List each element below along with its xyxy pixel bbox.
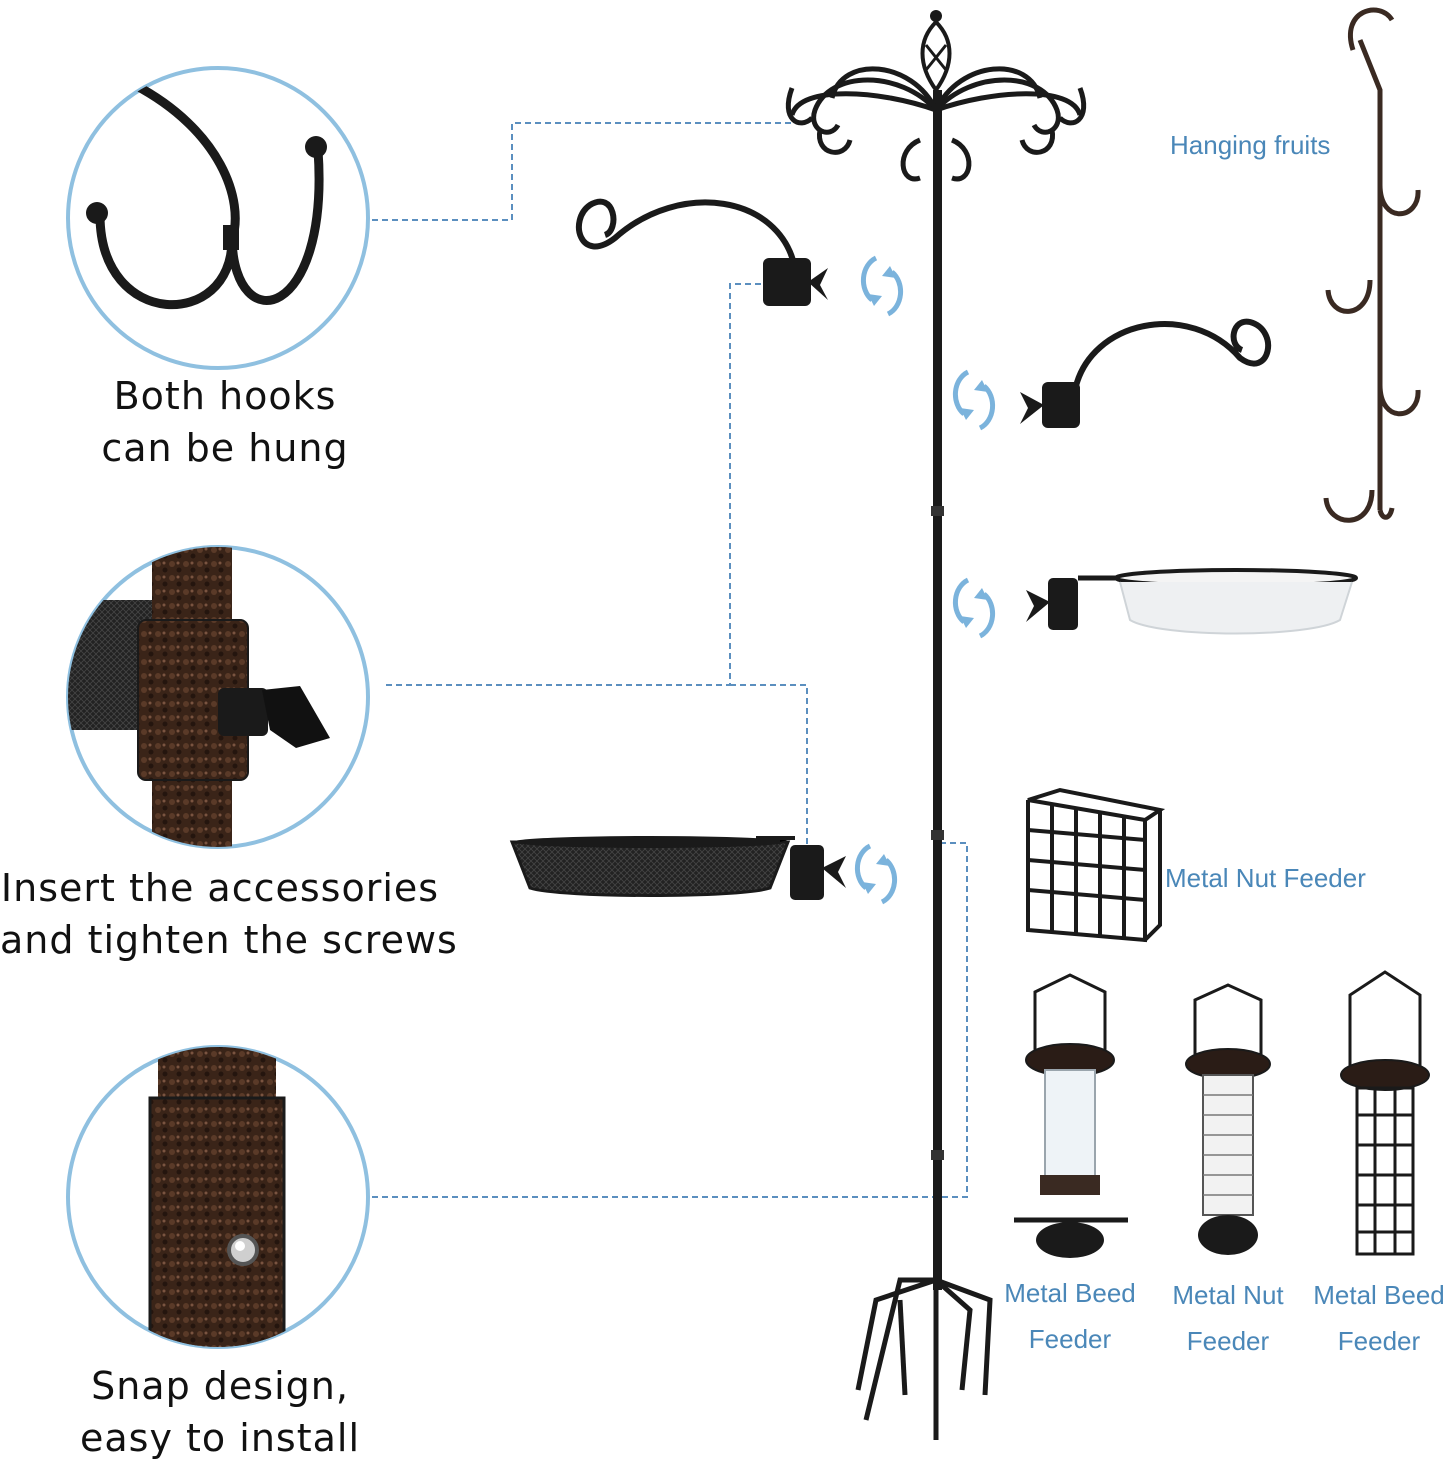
- label-feeder-1-line-1: Metal Beed: [1004, 1278, 1136, 1308]
- hanging-fruits-hook: [1323, 7, 1421, 523]
- caption-hooks-line-2: can be hung: [101, 426, 349, 470]
- caption-insert-line-2: and tighten the screws: [0, 918, 458, 962]
- tube-seed-feeder-1: [1014, 973, 1128, 1258]
- label-feeder-3: Metal Beed Feeder: [1306, 1272, 1451, 1364]
- label-feeder-1-line-2: Feeder: [1028, 1324, 1112, 1354]
- rotate-arrows-icon: [955, 372, 992, 428]
- metal-nut-feeder-cage: [1026, 787, 1166, 943]
- rotate-arrows-icon: [955, 580, 992, 636]
- caption-snap-line-1: Snap design,: [91, 1364, 349, 1408]
- label-feeder-2-line-1: Metal Nut: [1172, 1280, 1284, 1310]
- caption-snap: Snap design, easy to install: [60, 1360, 380, 1464]
- label-metal-nut-feeder-text: Metal Nut Feeder: [1165, 863, 1366, 893]
- cage-seed-feeder-3: [1340, 970, 1430, 1256]
- mesh-feeding-tray: [509, 836, 846, 900]
- label-feeder-3-line-2: Feeder: [1337, 1326, 1421, 1356]
- shepherd-hook-left: [575, 198, 828, 306]
- tube-nut-feeder-2: [1185, 983, 1271, 1255]
- shepherd-pole: [785, 10, 1087, 1440]
- label-feeder-2-line-2: Feeder: [1186, 1326, 1270, 1356]
- snap-detail-circle: [66, 1045, 370, 1349]
- label-feeder-3-line-1: Metal Beed: [1313, 1280, 1445, 1310]
- hook-detail-circle: [66, 66, 370, 370]
- connector-lines: [372, 122, 968, 1198]
- rotate-arrows-icon: [857, 846, 894, 902]
- label-hanging-fruits-text: Hanging fruits: [1170, 130, 1331, 160]
- caption-snap-line-2: easy to install: [80, 1416, 360, 1460]
- rotate-arrows-icon: [863, 258, 900, 314]
- shepherd-hook-right: [1020, 318, 1271, 428]
- screw-detail-circle: [66, 545, 370, 849]
- label-feeder-1: Metal Beed Feeder: [995, 1270, 1145, 1362]
- white-water-tray: [1026, 568, 1358, 635]
- label-metal-nut-feeder: Metal Nut Feeder: [1165, 855, 1366, 901]
- label-hanging-fruits: Hanging fruits: [1170, 122, 1330, 168]
- caption-insert: Insert the accessories and tighten the s…: [0, 862, 458, 966]
- caption-insert-line-1: Insert the accessories: [0, 866, 440, 910]
- caption-hooks: Both hooks can be hung: [70, 370, 380, 474]
- label-feeder-2: Metal Nut Feeder: [1158, 1272, 1298, 1364]
- caption-hooks-line-1: Both hooks: [113, 374, 337, 418]
